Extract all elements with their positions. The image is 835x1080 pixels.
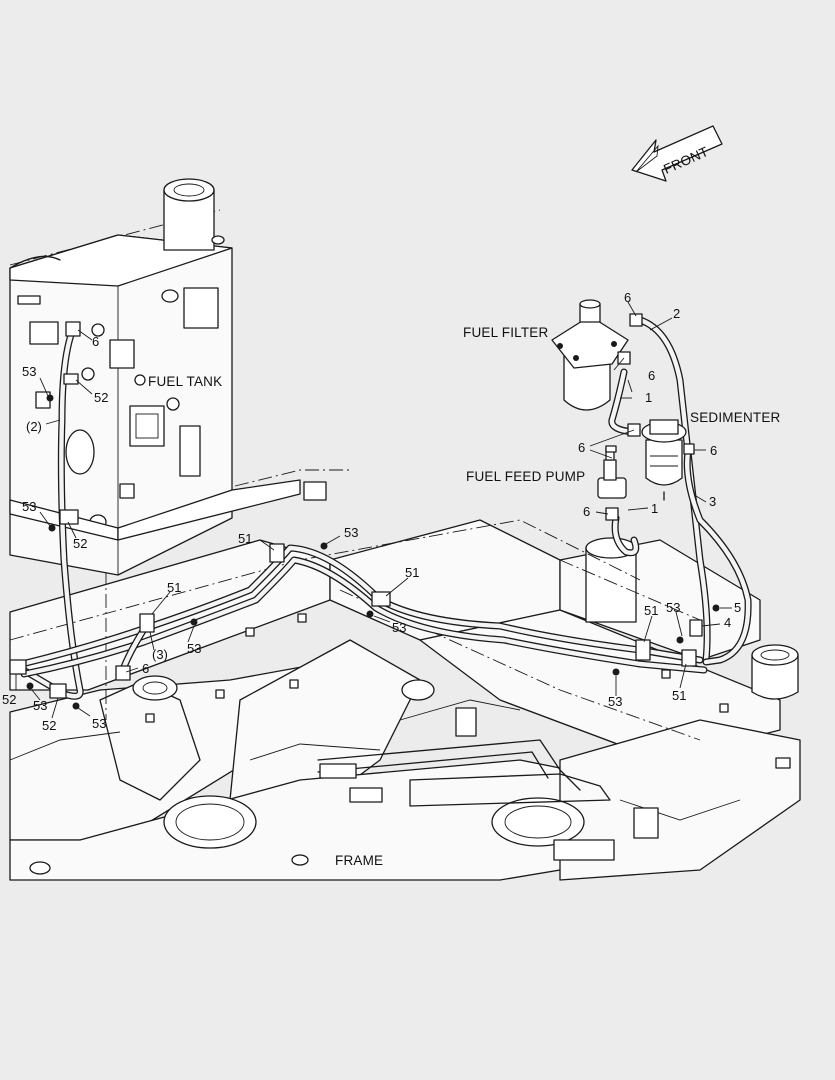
fuel-feed-pump-label: FUEL FEED PUMP — [466, 469, 585, 484]
clamps — [9, 321, 720, 710]
callout-6-pump-bottom: 6 — [583, 504, 590, 519]
callout-2-paren: (2) — [26, 419, 42, 434]
callout-52-tank: 52 — [94, 390, 108, 405]
callout-5: 5 — [734, 600, 741, 615]
callout-53-right-low: 53 — [608, 694, 622, 709]
callout-6-pump-left: 6 — [578, 440, 585, 455]
callout-51-clamp-c: 51 — [405, 565, 419, 580]
callout-51-right: 51 — [644, 603, 658, 618]
callout-53-mid: 53 — [392, 620, 406, 635]
callout-6-bottom-left: 6 — [142, 661, 149, 676]
callout-3-paren: (3) — [152, 647, 168, 662]
callout-1-lower: 1 — [651, 501, 658, 516]
fuel-tank-label: FUEL TANK — [148, 374, 222, 389]
callout-53-tank: 53 — [22, 364, 36, 379]
callout-53-bottom-left-b: 53 — [92, 716, 106, 731]
callout-52-tank-low: 52 — [73, 536, 87, 551]
callout-51-clamp-b: 51 — [167, 580, 181, 595]
callout-6-filter-side: 6 — [648, 368, 655, 383]
fuel-filter — [551, 299, 643, 411]
callout-53-tank-low: 53 — [22, 499, 36, 514]
sedimenter-label: SEDIMENTER — [690, 410, 781, 425]
fuel-tank — [9, 178, 301, 576]
callout-6-sedimenter: 6 — [710, 443, 717, 458]
fuel-filter-label: FUEL FILTER — [463, 325, 549, 340]
callout-51-right-low: 51 — [672, 688, 686, 703]
callout-53-bottom-left-a: 53 — [33, 698, 47, 713]
callout-3: 3 — [709, 494, 716, 509]
callout-51-clamp-a: 51 — [238, 531, 252, 546]
callout-2: 2 — [673, 306, 680, 321]
callout-4: 4 — [724, 615, 731, 630]
frame-structure — [9, 209, 801, 881]
callout-52-bottom-left-b: 52 — [42, 718, 56, 733]
callout-53-clamp-a: 53 — [344, 525, 358, 540]
leader-lines — [15, 301, 732, 719]
callout-6-filter-top: 6 — [624, 290, 631, 305]
callout-53-left: 53 — [187, 641, 201, 656]
rear-post — [751, 644, 799, 700]
text-labels: FRONT FUEL FILTER FUEL TANK SEDIMENTER F… — [2, 144, 781, 868]
frame-label: FRAME — [335, 853, 383, 868]
front-arrow-icon — [631, 125, 723, 182]
fuel-feed-pump — [597, 445, 627, 521]
callout-52-bottom-left-a: 52 — [2, 692, 16, 707]
callout-53-right-top: 53 — [666, 600, 680, 615]
callout-1-upper: 1 — [645, 390, 652, 405]
callout-6-tank: 6 — [92, 334, 99, 349]
